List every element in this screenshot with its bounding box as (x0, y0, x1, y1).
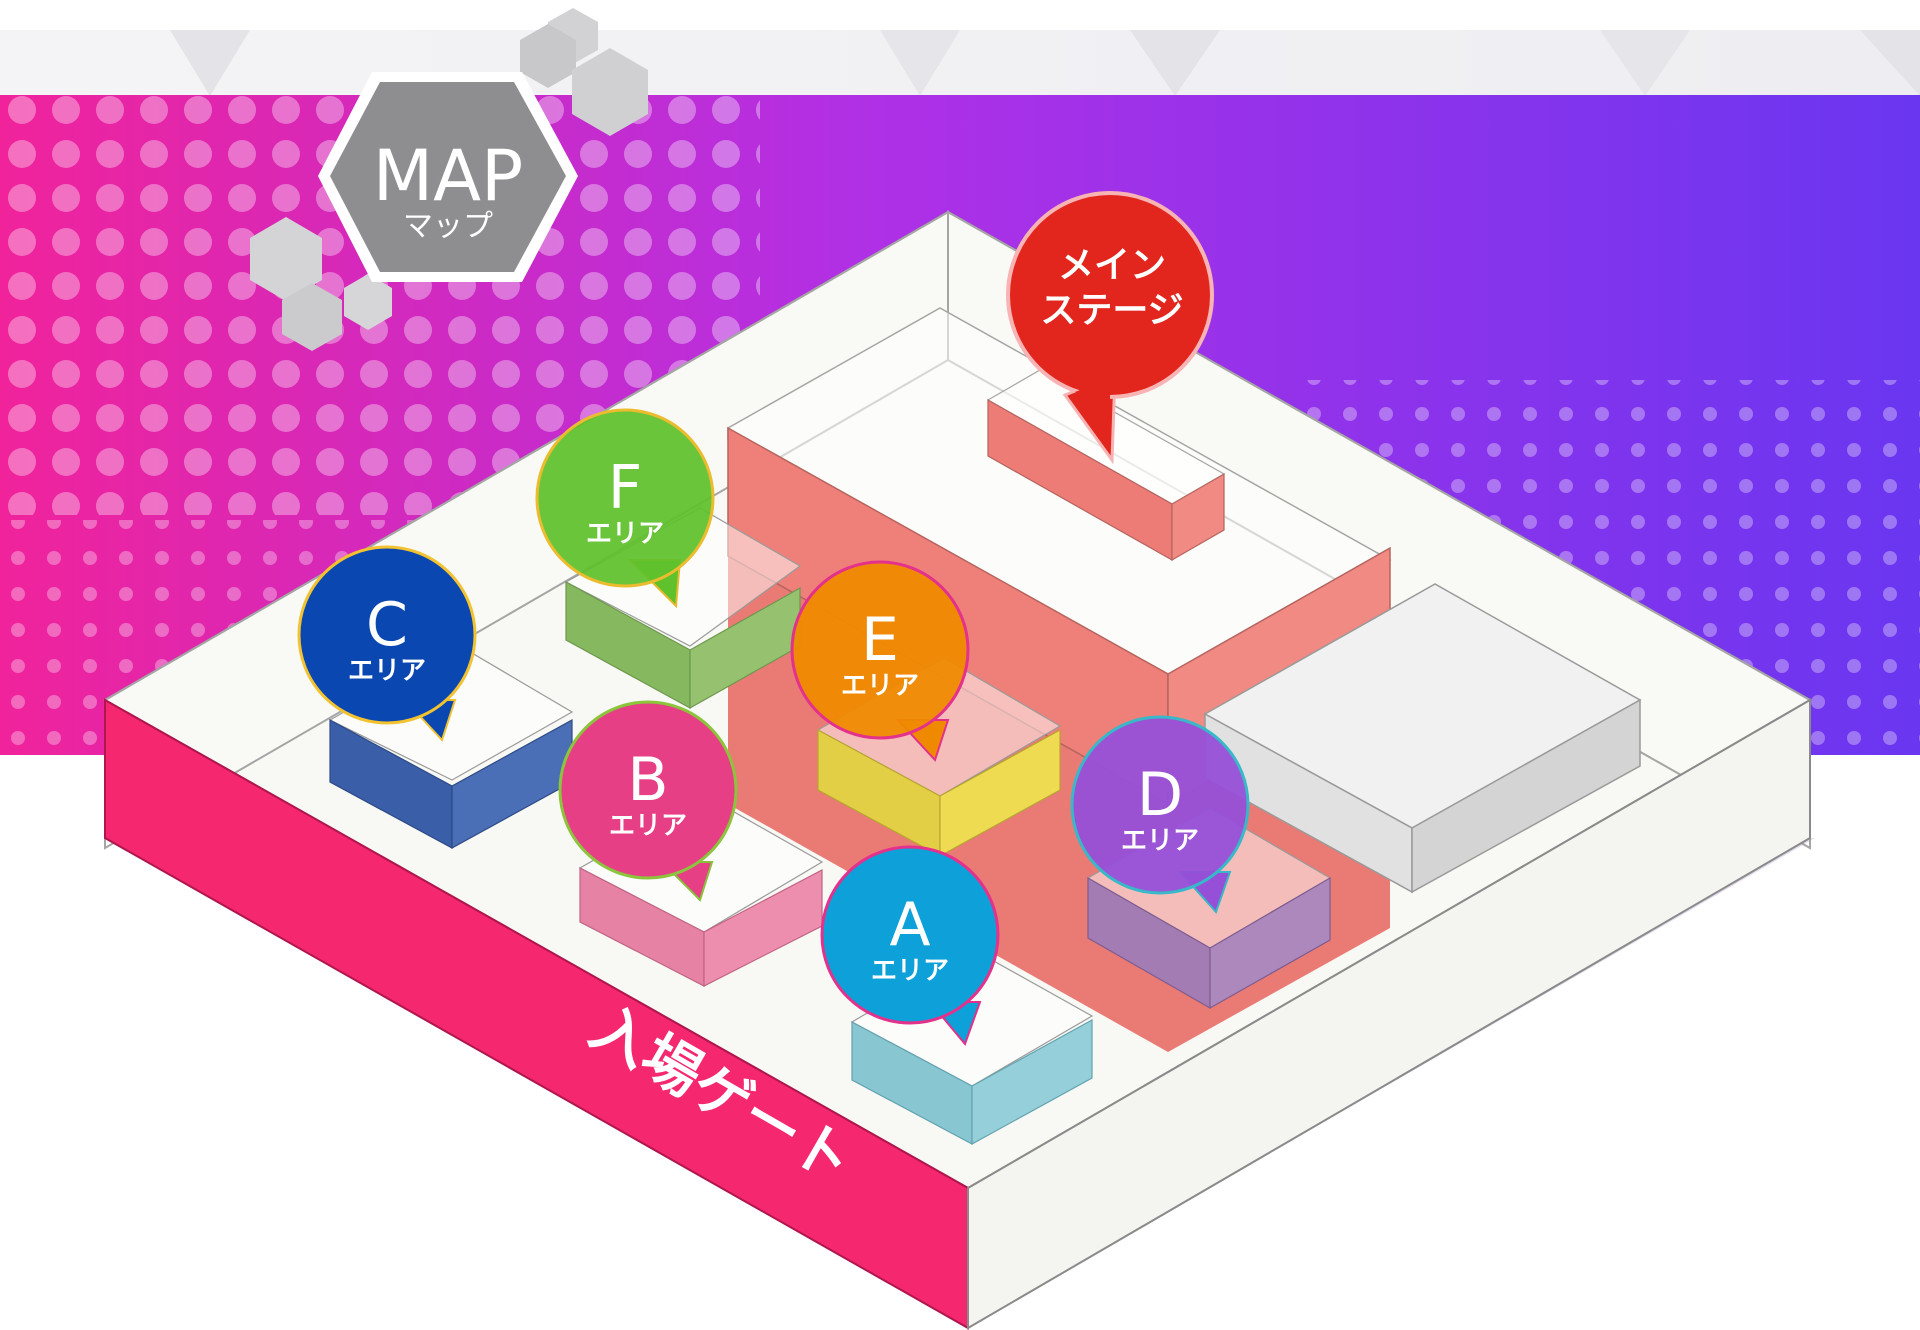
header-strip (0, 30, 1920, 96)
area-a-letter: A (889, 890, 930, 960)
map-title: MAP (373, 135, 524, 217)
main-stage-label-line1: メイン (1058, 245, 1166, 286)
area-c-label: エリア (348, 656, 426, 686)
area-c-letter: C (366, 590, 408, 660)
map-title-badge: MAP マップ (250, 8, 648, 351)
area-pin-d[interactable]: D エリア (1070, 715, 1250, 914)
area-block-f (564, 507, 802, 710)
area-pin-e[interactable]: E エリア (790, 560, 970, 762)
area-pin-b[interactable]: B エリア (558, 700, 738, 902)
area-e-letter: E (861, 605, 899, 675)
area-f-letter: F (608, 453, 643, 523)
area-pin-a[interactable]: A エリア (820, 845, 1000, 1046)
main-stage-label-line2: ステージ (1040, 290, 1183, 331)
main-stage-pin[interactable]: メイン ステージ (1006, 191, 1214, 465)
area-pin-c[interactable]: C エリア (297, 545, 477, 742)
area-f-label: エリア (586, 519, 664, 549)
area-pin-f[interactable]: F エリア (535, 408, 715, 609)
area-b-letter: B (627, 745, 668, 815)
storage-block (1203, 583, 1642, 894)
area-d-label: エリア (1121, 826, 1199, 856)
area-d-letter: D (1137, 760, 1183, 830)
area-e-label: エリア (841, 671, 919, 701)
area-b-label: エリア (609, 811, 687, 841)
map-subtitle: マップ (403, 209, 493, 244)
area-a-label: エリア (871, 956, 949, 986)
